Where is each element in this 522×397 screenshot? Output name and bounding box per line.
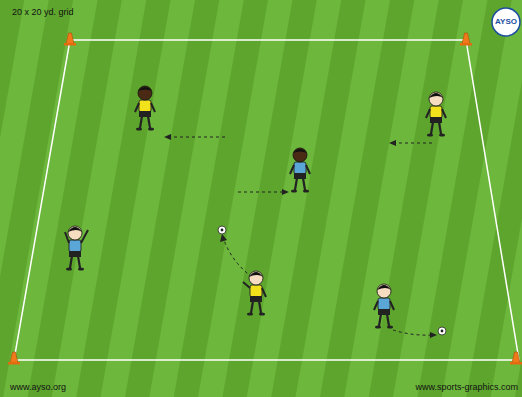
logo-text: AYSO xyxy=(495,18,517,26)
website-watermark: www.ayso.org xyxy=(10,383,66,393)
website-watermark: www.sports-graphics.com xyxy=(415,383,518,393)
grid-size-note: 20 x 20 yd. grid xyxy=(12,8,74,18)
